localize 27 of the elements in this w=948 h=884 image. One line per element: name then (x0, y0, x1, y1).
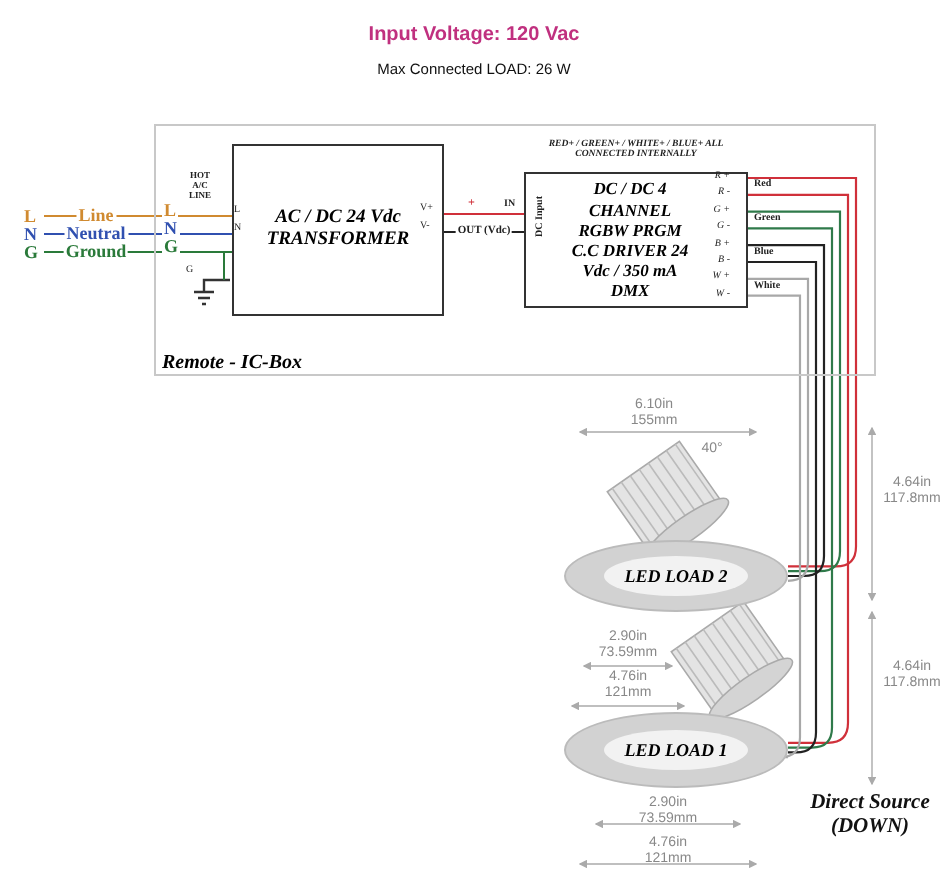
annotation-text: L (162, 202, 179, 222)
wire (748, 244, 826, 578)
driver-box (524, 172, 748, 308)
enclosure-label: Remote - IC-Box (162, 352, 302, 374)
transformer-box (232, 144, 444, 316)
box-text: AC / DC 24 Vdc TRANSFORMER (264, 207, 412, 253)
title: Input Voltage: 120 Vac (366, 24, 582, 46)
wire (748, 260, 818, 754)
wire (748, 277, 810, 582)
annotation-text: Direct Source (DOWN) (808, 792, 932, 839)
input-terminal: N (24, 222, 44, 246)
enclosure-box (154, 124, 876, 376)
wire-label: Line (76, 207, 116, 225)
wire (748, 210, 842, 573)
wire (748, 176, 858, 568)
load-label: LED LOAD 2 (604, 556, 748, 596)
box-text: DC / DC 4 CHANNEL RGBW PRGM C.C DRIVER 24 Vdc / 350 mA DMX (569, 178, 691, 302)
annotation-text: G (162, 238, 181, 258)
input-terminal: L (24, 204, 44, 228)
wire (748, 193, 850, 744)
input-terminal: G (24, 240, 44, 264)
wire-label: Neutral (64, 225, 128, 243)
wire-label: Ground (63, 243, 129, 261)
load-label: LED LOAD 1 (604, 730, 748, 770)
wire (748, 227, 834, 749)
wire (748, 294, 802, 759)
wire (444, 212, 524, 216)
